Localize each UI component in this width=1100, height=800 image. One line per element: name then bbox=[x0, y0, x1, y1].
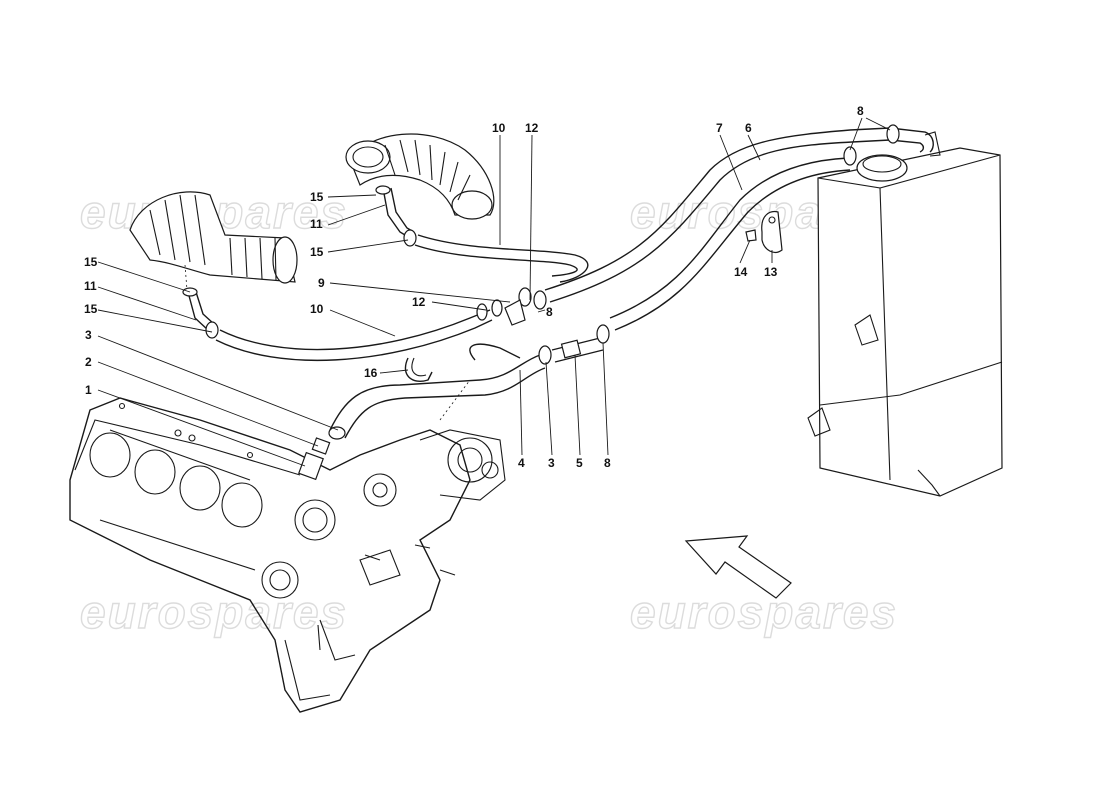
part-label-8-top: 8 bbox=[857, 104, 864, 118]
bracket-13 bbox=[745, 210, 783, 253]
part-label-10-lower: 10 bbox=[310, 302, 324, 316]
leader-lines bbox=[97, 117, 891, 467]
part-label-3-left: 3 bbox=[85, 328, 92, 342]
part-label-12-top: 12 bbox=[525, 121, 539, 135]
engine-block bbox=[69, 397, 506, 713]
part-label-15-left-top: 15 bbox=[84, 255, 98, 269]
part-label-1: 1 bbox=[85, 383, 92, 397]
air-intake-duct-lower bbox=[129, 191, 298, 291]
part-labels: 1 2 3 3 4 5 6 7 8 8 8 9 10 10 11 11 12 1… bbox=[84, 104, 864, 470]
watermark-bottom-right: eurospares bbox=[630, 586, 898, 638]
part-label-11-left: 11 bbox=[84, 279, 97, 293]
part-label-7: 7 bbox=[716, 121, 723, 135]
part-label-8-middle: 8 bbox=[546, 305, 553, 319]
hoses bbox=[187, 127, 934, 439]
part-label-8-bottom: 8 bbox=[604, 456, 611, 470]
air-intake-duct-upper bbox=[345, 133, 495, 220]
watermark-bottom-left: eurospares bbox=[80, 586, 348, 638]
part-label-16: 16 bbox=[364, 366, 378, 380]
part-label-3-bottom: 3 bbox=[548, 456, 555, 470]
hose-clamps bbox=[182, 124, 900, 481]
part-label-10-top: 10 bbox=[492, 121, 506, 135]
reservoir-tank bbox=[807, 131, 1003, 497]
part-label-15-upper: 15 bbox=[310, 190, 324, 204]
bracket-16 bbox=[404, 357, 433, 382]
part-label-2: 2 bbox=[85, 355, 92, 369]
part-label-11-upper: 11 bbox=[310, 217, 323, 231]
part-label-4: 4 bbox=[518, 456, 525, 470]
part-label-5: 5 bbox=[576, 456, 583, 470]
part-label-13: 13 bbox=[764, 265, 778, 279]
part-label-15-middle: 15 bbox=[310, 245, 324, 259]
direction-arrow-icon bbox=[684, 535, 792, 599]
part-label-6: 6 bbox=[745, 121, 752, 135]
part-label-15-left-lower: 15 bbox=[84, 302, 98, 316]
part-label-12-middle: 12 bbox=[412, 295, 426, 309]
part-label-14: 14 bbox=[734, 265, 748, 279]
part-label-9: 9 bbox=[318, 276, 325, 290]
